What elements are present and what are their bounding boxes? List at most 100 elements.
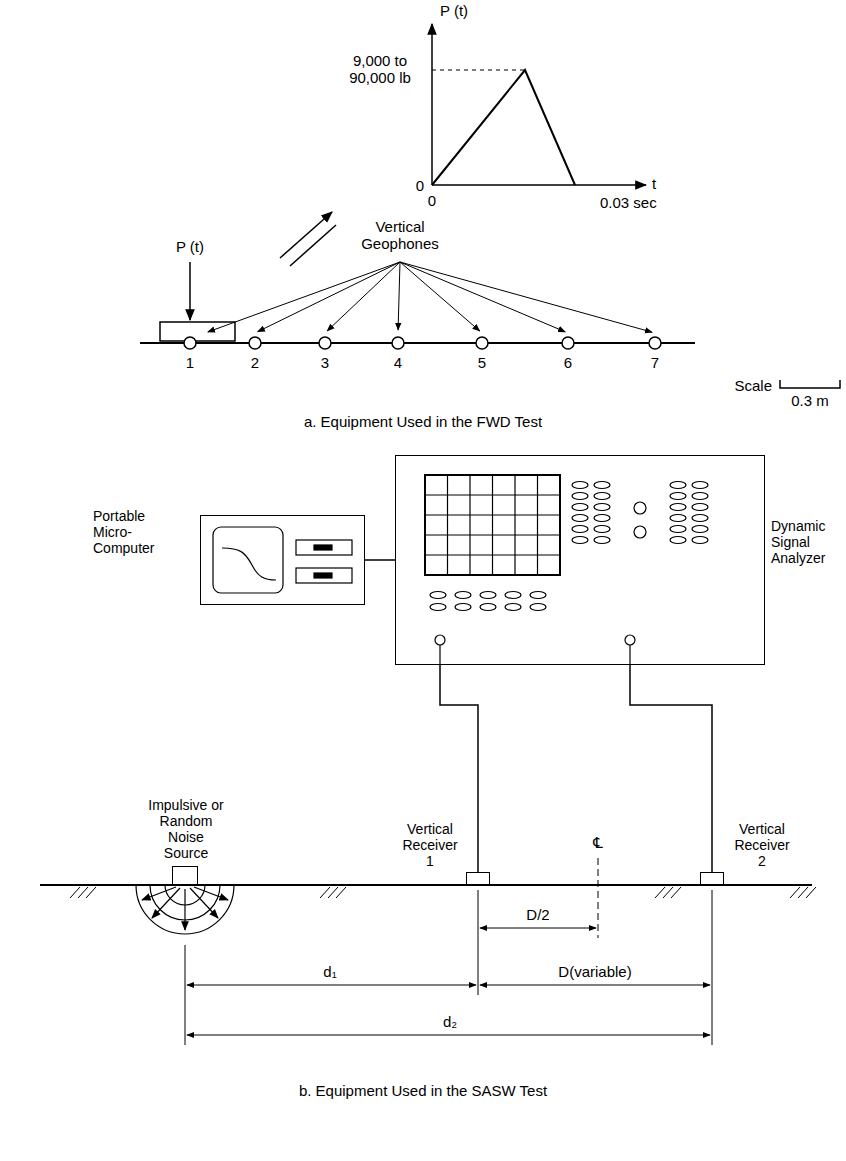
analyzer-drawing — [670, 504, 686, 511]
wave-fronts — [152, 888, 180, 918]
computer-box: Portable Micro-Computer — [200, 515, 365, 605]
geophone-number: 2 — [251, 354, 259, 371]
dimension-line — [185, 890, 712, 1045]
ground-surface — [336, 887, 346, 898]
analyzer-drawing — [572, 526, 588, 533]
leader-line — [327, 262, 400, 331]
analyzer-drawing — [692, 504, 708, 511]
analyzer-drawing — [480, 592, 496, 599]
wave-fronts — [190, 888, 218, 918]
leader-line — [398, 262, 400, 330]
analyzer-drawing — [505, 604, 521, 611]
geophone-symbol — [184, 337, 661, 349]
node-label: Dynamic Signal Analyzer — [771, 518, 839, 566]
leader-line — [400, 262, 652, 332]
figure-caption: a. Equipment Used in the FWD Test — [304, 413, 542, 430]
analyzer-drawing — [594, 526, 610, 533]
analyzer-drawing — [435, 635, 445, 645]
component-label: Vertical Geophones — [355, 218, 445, 253]
load-plate — [160, 322, 235, 341]
analyzer-drawing — [572, 482, 588, 489]
analyzer-drawing — [572, 515, 588, 522]
ground-surface — [671, 887, 681, 898]
analyzer-drawing — [469, 475, 470, 575]
analyzer-drawing — [530, 604, 546, 611]
analyzer-drawing — [692, 515, 708, 522]
analyzer-drawing — [594, 493, 610, 500]
analyzer-drawing — [480, 604, 496, 611]
axis-label: t — [652, 175, 656, 192]
analyzer-drawing — [455, 604, 471, 611]
signal-cable — [365, 559, 395, 561]
ground-surface — [798, 887, 808, 898]
load-range: 9,000 to 90,000 lb — [340, 52, 420, 87]
receiver-box: Vertical Receiver 2 — [700, 872, 724, 885]
analyzer-drawing — [439, 645, 440, 665]
leader-line — [400, 262, 565, 332]
analyzer-drawing — [670, 515, 686, 522]
analyzer-drawing — [594, 515, 610, 522]
ground-surface — [78, 887, 88, 898]
analyzer-drawing — [692, 537, 708, 544]
ground-surface — [320, 887, 330, 898]
analyzer-drawing — [425, 514, 560, 515]
geophone-symbol — [649, 337, 661, 349]
geophone-symbol — [392, 337, 404, 349]
computer-drawing — [213, 527, 352, 593]
receiver-box: Vertical Receiver 1 — [466, 872, 490, 885]
axis-origin: 0 — [428, 192, 436, 209]
dimension-line — [187, 985, 476, 986]
ground-surface — [790, 887, 800, 898]
load-time-graph — [432, 70, 525, 71]
scale-value: 0.3 m — [791, 392, 829, 409]
load-arrow — [189, 262, 191, 320]
wave-fronts — [184, 889, 185, 930]
analyzer-drawing — [594, 482, 610, 489]
analyzer-drawing — [692, 482, 708, 489]
analyzer-drawing — [430, 604, 446, 611]
computer-drawing — [213, 527, 283, 593]
geophone-number: 1 — [186, 354, 194, 371]
centerline-symbol: ℄ — [593, 834, 603, 851]
double-slash-arrow — [280, 212, 336, 266]
analyzer-drawing — [692, 493, 708, 500]
ground-surface — [328, 887, 338, 898]
dimension-line — [712, 890, 713, 1045]
analyzer-drawing — [572, 504, 588, 511]
computer-drawing — [222, 548, 276, 580]
analyzer-box: Dynamic Signal Analyzer — [395, 455, 765, 665]
dimension-line — [187, 1035, 710, 1036]
wave-fronts — [142, 887, 176, 900]
load-time-graph — [432, 184, 646, 186]
leader-line — [208, 262, 652, 332]
fwd-ground — [140, 342, 695, 344]
dimension-line — [480, 928, 596, 929]
leader-line — [208, 262, 400, 332]
figure-caption: b. Equipment Used in the SASW Test — [299, 1082, 547, 1099]
load-time-graph — [431, 24, 433, 185]
analyzer-drawing — [514, 475, 515, 575]
geophone-number: 4 — [394, 354, 402, 371]
leader-line — [400, 262, 480, 331]
analyzer-drawing — [634, 526, 646, 538]
analyzer-drawing — [430, 592, 446, 599]
computer-drawing — [296, 540, 352, 555]
centerline — [598, 858, 599, 938]
analyzer-drawing — [455, 592, 471, 599]
geophone-number: 3 — [321, 354, 329, 371]
ground-surface — [70, 887, 80, 898]
analyzer-drawing — [670, 482, 686, 489]
node-label: Impulsive or Random Noise Source — [146, 797, 226, 861]
load-arrow — [189, 262, 191, 320]
double-slash-arrow — [290, 225, 336, 266]
analyzer-drawing — [670, 537, 686, 544]
computer-drawing — [314, 545, 332, 550]
analyzer-drawing — [425, 534, 560, 535]
dimension-label: d₂ — [443, 1013, 457, 1030]
analyzer-drawing — [692, 526, 708, 533]
computer-drawing — [296, 568, 352, 583]
wave-fronts — [194, 887, 228, 900]
